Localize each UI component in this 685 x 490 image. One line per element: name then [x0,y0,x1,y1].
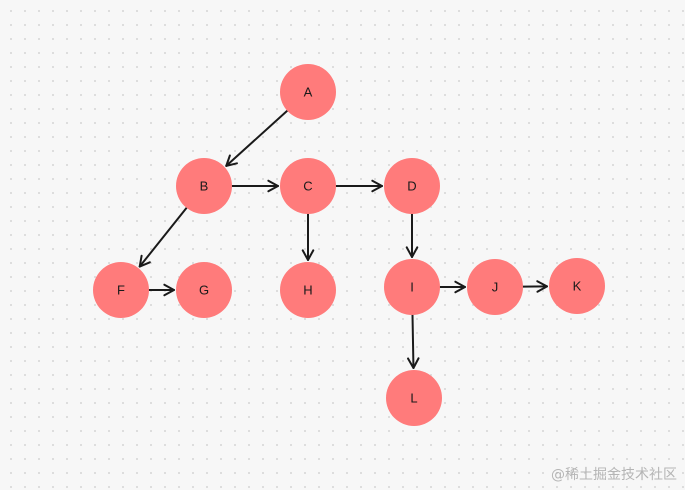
node-circle[interactable] [280,262,336,318]
edge-j-k [521,280,549,293]
node-label: A [304,84,313,99]
node-circle[interactable] [384,158,440,214]
node-circle[interactable] [176,158,232,214]
arrowhead-icon [536,280,549,293]
node-label: D [407,178,416,193]
edge-d-i [405,213,419,258]
node-label: G [199,282,209,297]
node-d[interactable]: D [384,158,440,214]
edge-i-j [439,280,466,294]
arrowhead-icon [454,280,466,294]
node-i[interactable]: I [384,259,440,315]
node-f[interactable]: F [93,262,149,318]
edges-layer [138,109,549,370]
node-circle[interactable] [176,262,232,318]
arrowhead-icon [407,357,420,370]
edge-f-g [148,283,175,297]
edge-c-h [301,213,315,261]
node-label: K [573,278,582,293]
nodes-layer: A B C D F G H I J K L [93,64,605,426]
node-circle[interactable] [549,258,605,314]
edge-b-c [231,179,279,193]
node-label: F [117,282,125,297]
node-k[interactable]: K [549,258,605,314]
node-label: H [303,282,312,297]
edge-line [411,313,415,370]
node-circle[interactable] [386,370,442,426]
node-label: I [410,279,414,294]
edge-line [138,206,188,268]
edge-c-d [335,179,383,193]
node-a[interactable]: A [280,64,336,120]
node-label: J [492,279,499,294]
arrowhead-icon [138,254,151,268]
node-g[interactable]: G [176,262,232,318]
node-c[interactable]: C [280,158,336,214]
node-h[interactable]: H [280,262,336,318]
node-circle[interactable] [93,262,149,318]
node-label: L [410,390,417,405]
node-label: B [200,178,209,193]
arrowhead-icon [301,249,315,261]
edge-line [225,109,289,167]
node-j[interactable]: J [467,259,523,315]
arrowhead-icon [225,154,238,167]
node-b[interactable]: B [176,158,232,214]
node-circle[interactable] [467,259,523,315]
arrowhead-icon [267,179,279,193]
edge-b-f [138,206,188,268]
node-label: C [303,178,312,193]
edge-a-b [225,109,289,167]
node-circle[interactable] [384,259,440,315]
node-circle[interactable] [280,158,336,214]
node-l[interactable]: L [386,370,442,426]
node-circle[interactable] [280,64,336,120]
edge-i-l [407,313,420,370]
watermark-text: @稀土掘金技术社区 [551,467,677,483]
arrowhead-icon [405,246,419,258]
arrowhead-icon [163,283,175,297]
arrowhead-icon [371,179,383,193]
